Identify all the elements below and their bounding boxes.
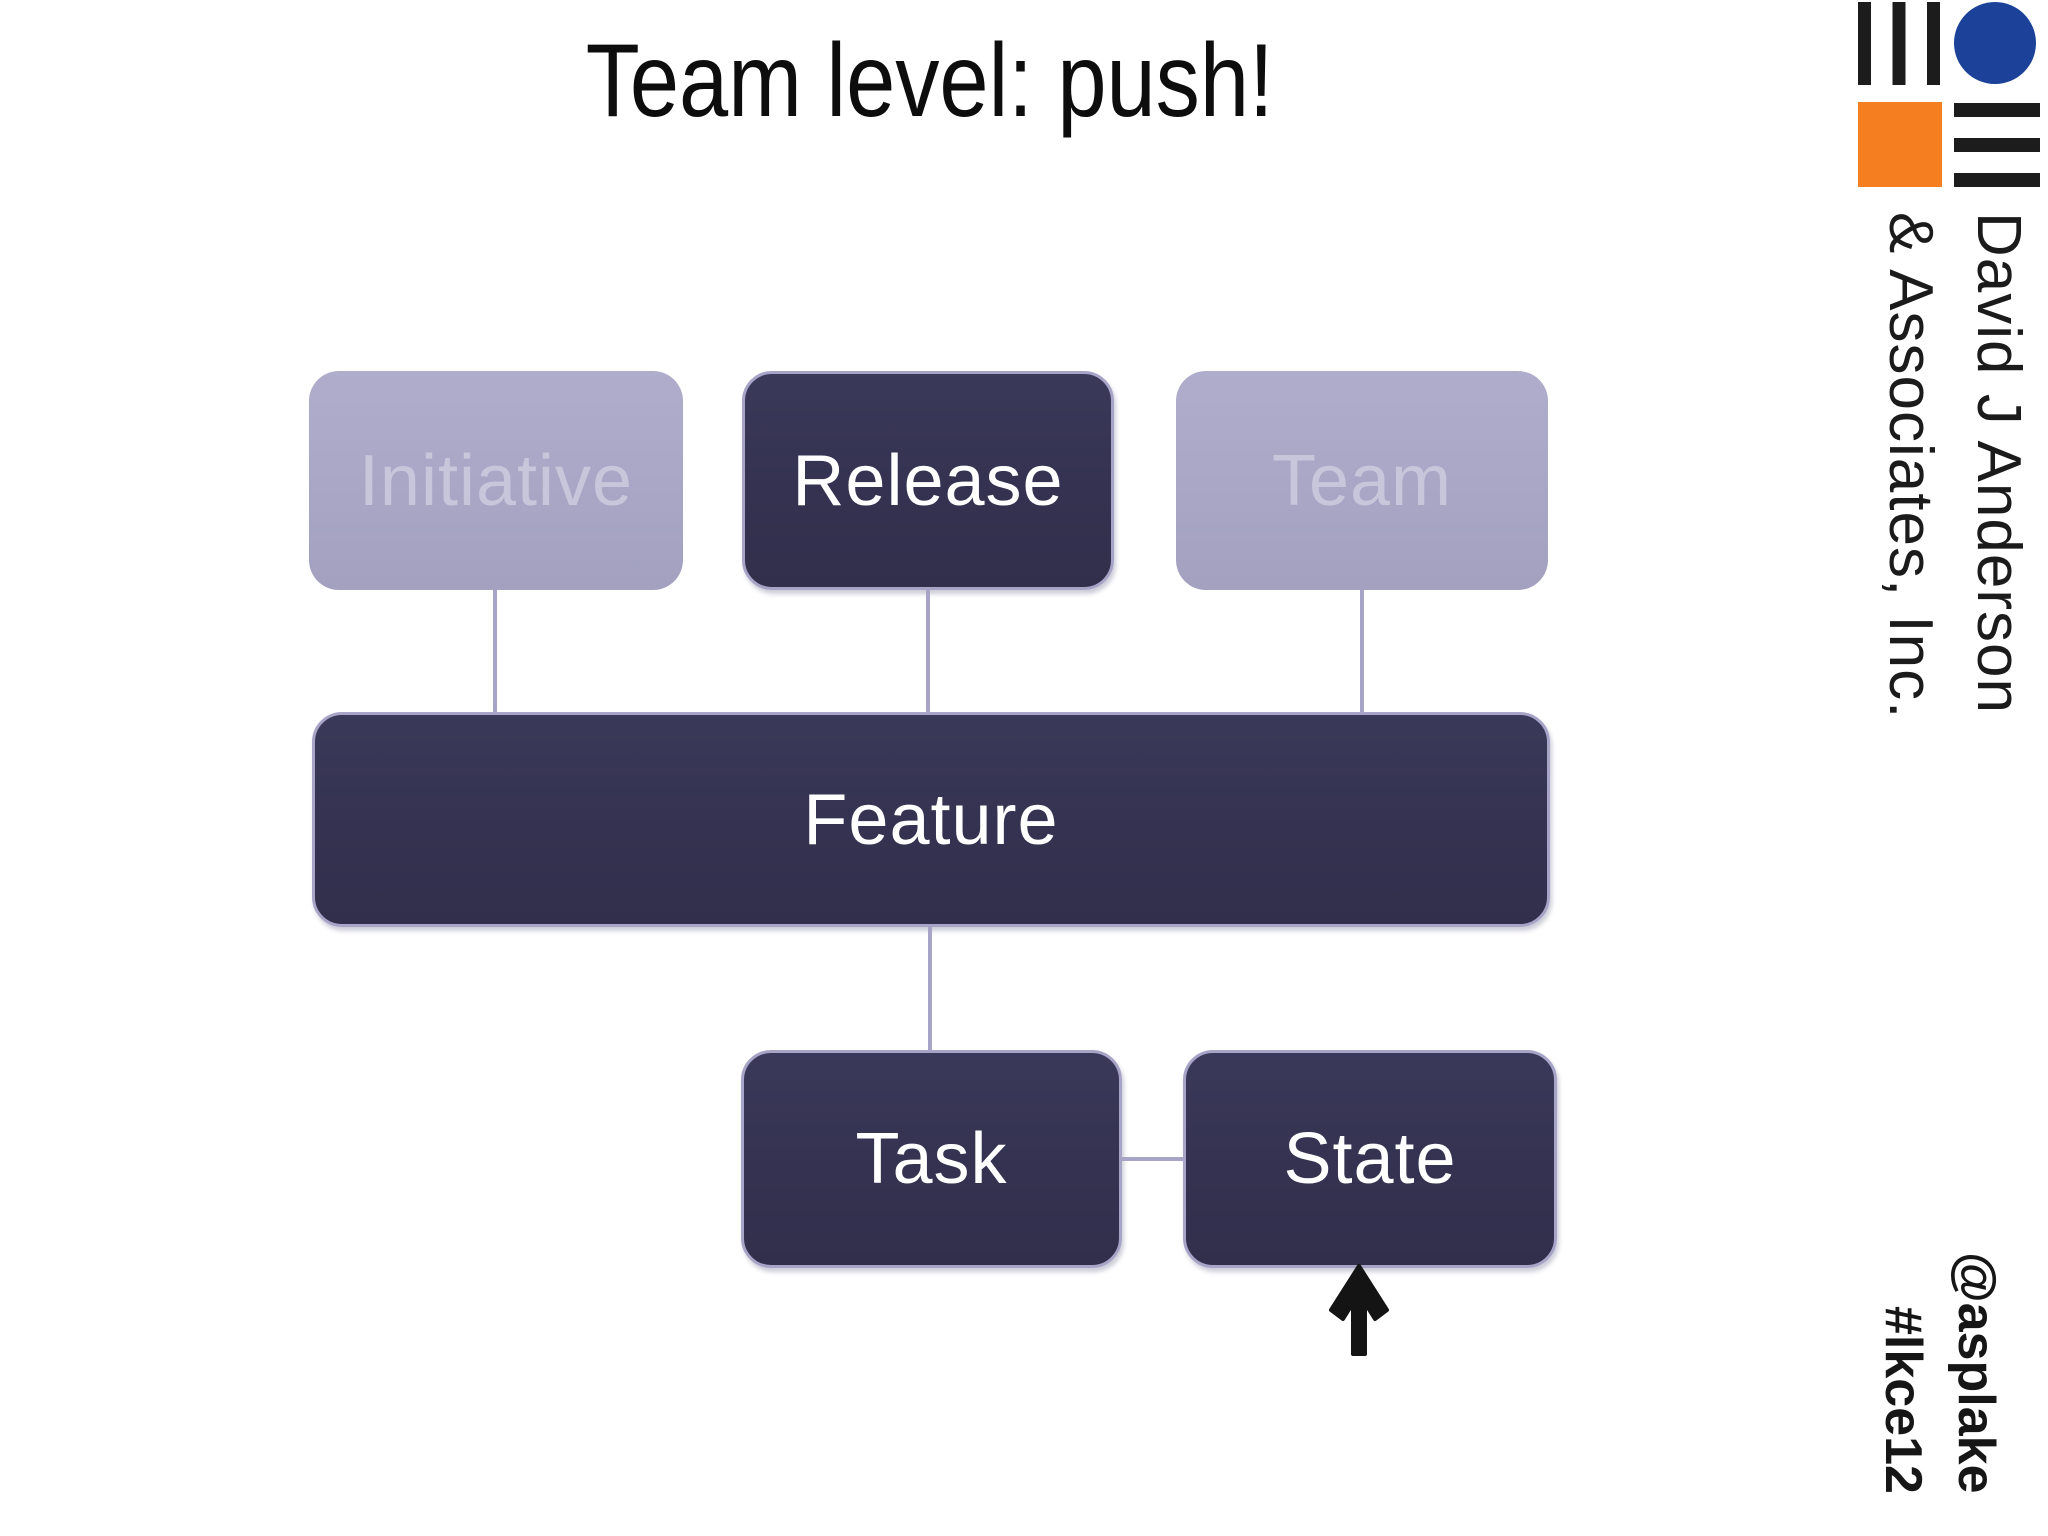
company-name-line2: & Associates, Inc. — [1875, 212, 1945, 720]
company-name-line1: David J Anderson — [1964, 212, 2033, 714]
company-logo-icon — [1858, 2, 2040, 187]
connector-initiative-feature — [493, 590, 497, 712]
up-arrow-icon — [1329, 1264, 1389, 1356]
twitter-handle: @asplake — [1947, 1252, 2005, 1494]
hashtag: #lkce12 — [1874, 1306, 1933, 1494]
node-state-label: State — [1283, 1119, 1457, 1199]
node-initiative: Initiative — [309, 371, 683, 590]
title-container: Team level: push! — [0, 22, 1860, 142]
node-team-label: Team — [1271, 440, 1453, 521]
node-task: Task — [741, 1050, 1122, 1268]
node-release-label: Release — [792, 440, 1064, 521]
connector-feature-task — [928, 927, 932, 1050]
node-release: Release — [742, 371, 1114, 590]
company-name: David J Anderson & Associates, Inc. — [1866, 212, 2042, 852]
connector-team-feature — [1360, 590, 1364, 712]
footer-tags: @asplake #lkce12 — [1866, 1222, 2012, 1494]
node-team: Team — [1176, 371, 1548, 590]
node-task-label: Task — [855, 1119, 1008, 1199]
node-state: State — [1183, 1050, 1557, 1268]
node-initiative-label: Initiative — [358, 440, 634, 521]
node-feature: Feature — [312, 712, 1550, 927]
node-feature-label: Feature — [803, 779, 1059, 860]
connector-task-state — [1122, 1157, 1183, 1161]
slide-title: Team level: push! — [586, 23, 1274, 139]
connector-release-feature — [926, 590, 930, 712]
